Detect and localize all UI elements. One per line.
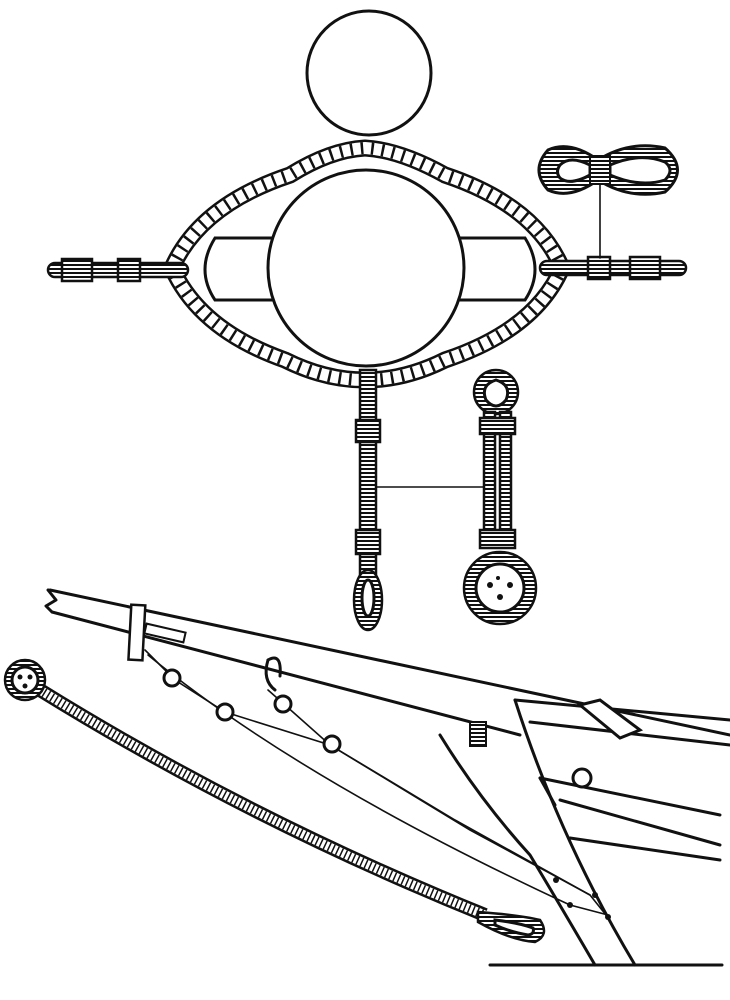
mast-circle	[266, 168, 466, 368]
top-circle	[305, 9, 433, 137]
eye-splice-detail	[462, 368, 538, 626]
right-stay-end	[538, 255, 688, 281]
ship-bow	[438, 698, 730, 967]
figure-eight-seizing	[537, 144, 679, 259]
left-stay-end	[46, 257, 190, 283]
martingale-stays	[144, 649, 611, 921]
bottom-stem	[352, 368, 489, 632]
bobstay	[3, 658, 546, 944]
